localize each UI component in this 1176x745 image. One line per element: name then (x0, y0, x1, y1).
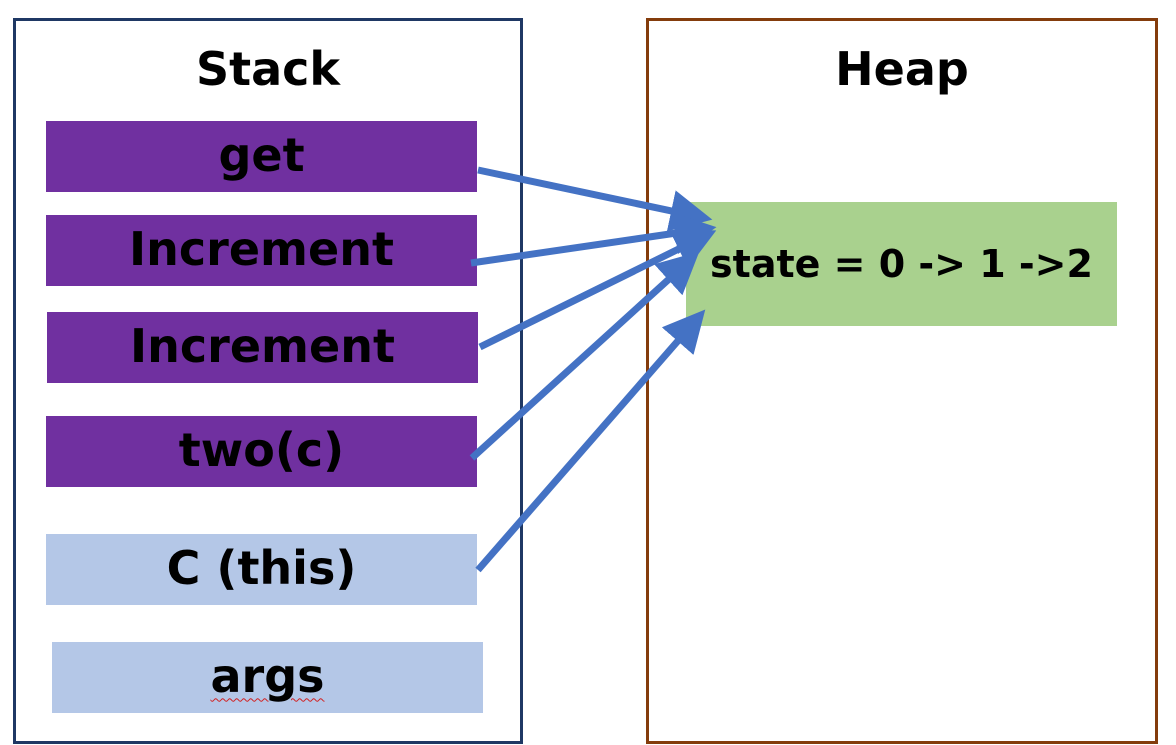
heap-object-state: state = 0 -> 1 ->2 (686, 202, 1117, 326)
stack-frame-label: Increment (130, 318, 395, 373)
stack-frame-label: Increment (129, 221, 394, 276)
stack-title: Stack (195, 42, 341, 96)
stack-frame-increment-2: Increment (47, 312, 478, 383)
heap-object-label: state = 0 -> 1 ->2 (710, 242, 1093, 286)
stack-frame-label: two(c) (178, 422, 345, 477)
stack-frame-label: get (218, 127, 305, 182)
heap-panel (646, 18, 1158, 744)
heap-title: Heap (835, 42, 969, 96)
stack-frame-increment-1: Increment (46, 215, 477, 286)
stack-frame-c-this: C (this) (46, 534, 477, 605)
stack-frame-two: two(c) (46, 416, 477, 487)
stack-frame-label: C (this) (166, 540, 357, 595)
stack-frame-get: get (46, 121, 477, 192)
stack-frame-label: args (210, 648, 325, 703)
stack-frame-args: args (52, 642, 483, 713)
